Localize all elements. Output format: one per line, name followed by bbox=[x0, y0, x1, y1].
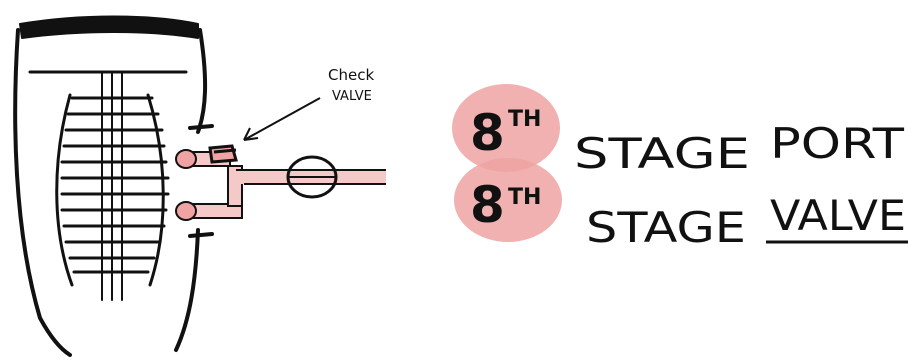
callout-arrowhead bbox=[243, 127, 259, 141]
callout-arrow bbox=[243, 97, 321, 141]
compressor-left-curve bbox=[55, 93, 74, 287]
compressor-stages bbox=[60, 96, 170, 274]
bleed-piping bbox=[175, 144, 386, 221]
engine-sketch bbox=[13, 15, 214, 357]
main-duct-edges bbox=[236, 169, 386, 185]
ordinal-suffix: TH bbox=[508, 107, 541, 132]
casing-flange-top bbox=[188, 124, 214, 130]
callout-line-1: Check bbox=[328, 66, 374, 84]
ordinal-number: 8 bbox=[470, 176, 505, 234]
callout-line-2: VALVE bbox=[332, 89, 372, 104]
ordinal-suffix: TH bbox=[508, 185, 541, 210]
label-stage-valve: 8 TH STAGE VALVE bbox=[454, 158, 908, 252]
engine-top-band bbox=[19, 15, 199, 39]
casing-flange-bottom bbox=[188, 232, 214, 238]
lower-port-blob bbox=[175, 201, 197, 221]
engine-casing bbox=[13, 28, 208, 357]
highlight-circle bbox=[454, 158, 562, 242]
ordinal-number: 8 bbox=[470, 104, 505, 162]
check-valve-flap bbox=[213, 148, 237, 154]
upper-port-blob bbox=[175, 149, 197, 169]
label-word-2: PORT bbox=[770, 119, 904, 168]
label-word-1: STAGE bbox=[574, 129, 750, 178]
highlight-circle bbox=[452, 84, 560, 172]
check-valve-symbol bbox=[208, 144, 238, 164]
label-word-2: VALVE bbox=[770, 191, 906, 240]
label-stage-port: 8 TH STAGE PORT bbox=[452, 84, 904, 178]
check-valve-callout: Check VALVE bbox=[243, 66, 374, 141]
label-word-1: STAGE bbox=[586, 203, 746, 252]
